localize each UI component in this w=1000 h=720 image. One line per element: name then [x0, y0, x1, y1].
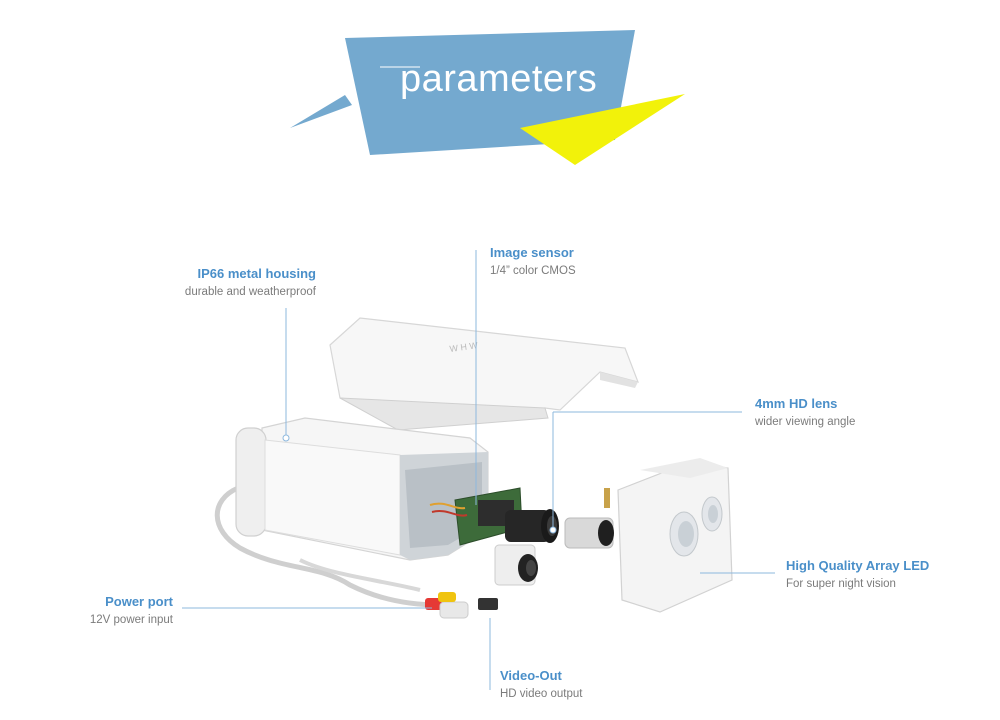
callout-title: Power port — [105, 594, 173, 609]
page-title: parameters — [400, 58, 598, 100]
callout-title: IP66 metal housing — [197, 266, 316, 281]
video-cable — [299, 558, 421, 592]
callout-subtitle: 1/4” color CMOS — [490, 265, 576, 277]
callout-video: Video-Out HD video output — [500, 668, 582, 700]
callout-sensor: Image sensor 1/4” color CMOS — [490, 245, 576, 277]
callout-housing: IP66 metal housing durable and weatherpr… — [185, 266, 316, 298]
callout-led: High Quality Array LED For super night v… — [786, 558, 929, 590]
callout-subtitle: wider viewing angle — [755, 416, 856, 428]
callout-subtitle: 12V power input — [89, 614, 173, 626]
power-cable-icon — [214, 485, 441, 608]
camera-housing-icon — [235, 417, 489, 561]
banner-left-triangle — [290, 95, 352, 128]
callout-power: Power port 12V power input — [90, 594, 173, 626]
lens-icon — [494, 509, 559, 586]
callout-title: 4mm HD lens — [755, 396, 838, 411]
callout-lens: 4mm HD lens wider viewing angle — [755, 396, 855, 428]
leader-lines — [182, 250, 775, 690]
rca-connector-icon — [425, 592, 498, 619]
callout-subtitle: durable and weatherproof — [184, 286, 316, 298]
banner-yellow-accent — [520, 94, 685, 165]
led-array-icon — [617, 458, 733, 613]
svg-text:W H W: W H W — [449, 340, 479, 354]
banner-shapes — [290, 30, 685, 165]
callout-title: High Quality Array LED — [786, 558, 930, 573]
callout-title: Video-Out — [500, 668, 562, 683]
leader-housing-dot — [282, 434, 290, 442]
camera-sunshade-icon: W H W — [329, 317, 639, 431]
callout-subtitle: HD video output — [500, 688, 583, 700]
leader-lens-dot — [549, 526, 557, 534]
parameters-banner: parameters — [0, 0, 1000, 200]
callout-subtitle: For super night vision — [786, 578, 896, 590]
ir-lens-icon — [564, 488, 614, 549]
callout-title: Image sensor — [490, 245, 574, 260]
